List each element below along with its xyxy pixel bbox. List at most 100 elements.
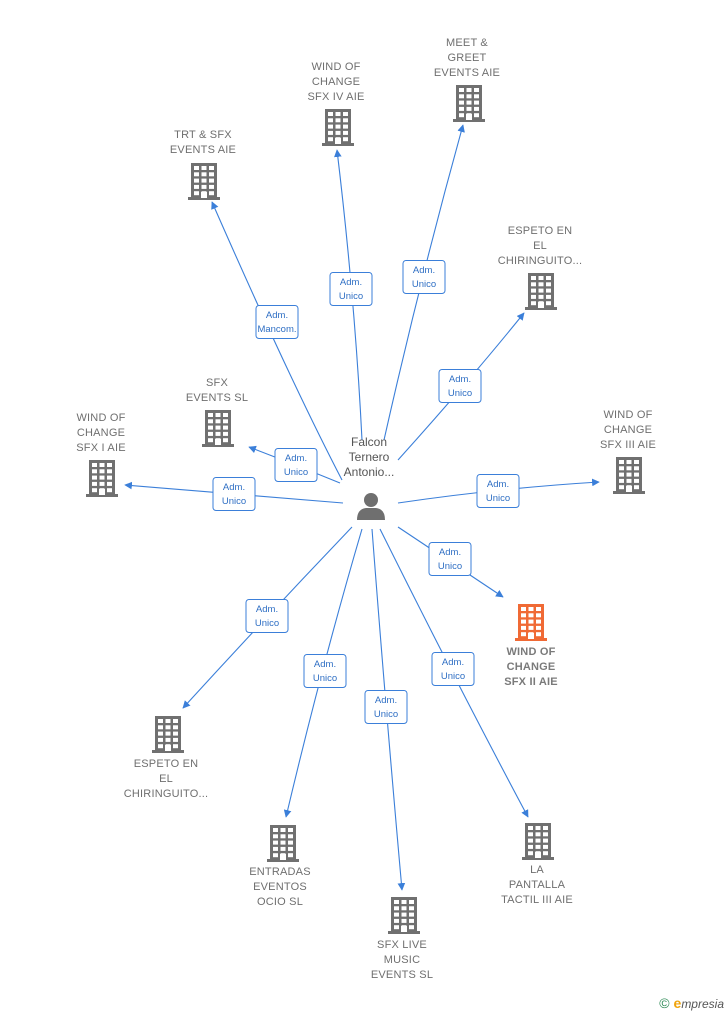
company-name-pantalla[interactable]: TACTIL III AIE [501,894,573,906]
role-label-meet-greet[interactable]: Adm.Unico [402,260,446,294]
role-text: Adm. [487,479,509,490]
building-icon [267,825,299,862]
company-name-sfx-live[interactable]: EVENTS SL [371,969,433,981]
role-label-entradas[interactable]: Adm.Unico [303,654,347,688]
role-label-wind-ii[interactable]: Adm. Unico [428,542,472,576]
role-label-sfx-events[interactable]: Adm.Unico [274,448,318,482]
brand-name: mpresia [681,997,724,1011]
person-name[interactable]: Ternero [349,450,390,464]
role-text: Unico [438,561,462,572]
company-name-wind-iv[interactable]: CHANGE [312,76,360,88]
role-text: Adm. [285,453,307,464]
company-node-espeto-2[interactable]: ESPETO EN EL CHIRINGUITO... [124,716,209,800]
company-name-espeto-1[interactable]: EL [533,240,547,252]
building-icon [515,604,547,641]
company-node-sfx-events[interactable]: SFX EVENTS SL [186,377,248,447]
company-name-sfx-live[interactable]: SFX LIVE [377,939,427,951]
company-name-wind-iii[interactable]: CHANGE [604,424,652,436]
role-label-trt-sfx[interactable]: Adm.Mancom. [255,305,299,339]
company-name-wind-iv[interactable]: SFX IV AIE [307,91,364,103]
role-box[interactable] [364,690,408,724]
company-node-wind-ii[interactable]: WIND OF CHANGE SFX II AIE [504,604,558,688]
role-box[interactable] [431,652,475,686]
role-box[interactable] [274,448,318,482]
role-box[interactable] [438,369,482,403]
role-text: Unico [448,388,472,399]
role-box[interactable] [255,305,299,339]
role-label-espeto-2[interactable]: Adm.Unico [245,599,289,633]
company-name-meet-greet[interactable]: GREET [448,52,487,64]
company-node-meet-greet[interactable]: MEET & GREET EVENTS AIE [434,37,500,122]
role-label-espeto-1[interactable]: Adm. Unico [438,369,482,403]
edge-trt-sfx [211,201,343,481]
company-node-wind-iii[interactable]: WIND OF CHANGE SFX III AIE [600,409,656,494]
company-name-sfx-events[interactable]: SFX [206,377,228,389]
company-node-wind-iv[interactable]: WIND OF CHANGE SFX IV AIE [307,61,364,146]
company-name-wind-i[interactable]: CHANGE [77,427,125,439]
role-text: Adm. [256,604,278,615]
company-node-trt-sfx[interactable]: TRT & SFX EVENTS AIE [170,129,236,200]
company-name-trt-sfx[interactable]: TRT & SFX [174,129,232,141]
company-name-pantalla[interactable]: LA [530,864,544,876]
company-name-espeto-1[interactable]: CHIRINGUITO... [498,255,583,267]
person-name[interactable]: Antonio... [344,465,395,479]
role-label-sfx-live[interactable]: Adm. Unico [364,690,408,724]
company-name-wind-i[interactable]: WIND OF [76,412,125,424]
building-icon [322,109,354,146]
company-node-pantalla[interactable]: LA PANTALLA TACTIL III AIE [501,823,573,906]
company-name-meet-greet[interactable]: EVENTS AIE [434,67,500,79]
building-icon [388,897,420,934]
role-box[interactable] [476,474,520,508]
role-box[interactable] [212,477,256,511]
company-name-pantalla[interactable]: PANTALLA [509,879,566,891]
role-text: Adm. [375,695,397,706]
company-name-espeto-2[interactable]: ESPETO EN [134,758,199,770]
building-icon [522,823,554,860]
company-name-espeto-1[interactable]: ESPETO EN [508,225,573,237]
role-text: Adm. [442,657,464,668]
company-name-espeto-2[interactable]: CHIRINGUITO... [124,788,209,800]
role-label-wind-iii[interactable]: Adm.Unico [476,474,520,508]
person-node[interactable]: FalconTerneroAntonio... [344,435,395,520]
role-text: Unico [441,671,465,682]
company-name-trt-sfx[interactable]: EVENTS AIE [170,144,236,156]
company-name-sfx-events[interactable]: EVENTS SL [186,392,248,404]
building-icon [202,410,234,447]
company-node-espeto-1[interactable]: ESPETO EN EL CHIRINGUITO... [498,225,583,310]
role-box[interactable] [329,272,373,306]
role-box[interactable] [428,542,472,576]
company-name-wind-iii[interactable]: SFX III AIE [600,439,656,451]
company-node-entradas[interactable]: ENTRADAS EVENTOS OCIO SL [249,825,311,908]
company-name-wind-i[interactable]: SFX I AIE [76,442,126,454]
company-name-entradas[interactable]: ENTRADAS [249,866,311,878]
person-name[interactable]: Falcon [351,435,387,449]
company-node-wind-i[interactable]: WIND OF CHANGE SFX I AIE [76,412,126,497]
company-name-wind-iv[interactable]: WIND OF [311,61,360,73]
role-label-wind-i[interactable]: Adm. Unico [212,477,256,511]
role-box[interactable] [245,599,289,633]
role-box[interactable] [402,260,446,294]
company-name-wind-ii[interactable]: SFX II AIE [504,676,558,688]
company-node-sfx-live[interactable]: SFX LIVE MUSIC EVENTS SL [371,897,433,981]
role-text: Adm. [223,482,245,493]
role-text: Unico [412,279,436,290]
company-name-espeto-2[interactable]: EL [159,773,173,785]
role-text: Unico [222,496,246,507]
copyright-symbol: © [659,995,670,1011]
role-text: Adm. [449,374,471,385]
company-name-entradas[interactable]: OCIO SL [257,896,303,908]
company-name-wind-ii[interactable]: CHANGE [507,661,556,673]
building-icon [613,457,645,494]
role-label-pantalla[interactable]: Adm. Unico [431,652,475,686]
role-box[interactable] [303,654,347,688]
role-text: Mancom. [257,324,296,335]
company-name-wind-iii[interactable]: WIND OF [603,409,652,421]
company-name-sfx-live[interactable]: MUSIC [384,954,420,966]
company-name-entradas[interactable]: EVENTOS [253,881,307,893]
building-icon [188,163,220,200]
role-text: Unico [374,709,398,720]
company-name-wind-ii[interactable]: WIND OF [506,646,555,658]
company-name-meet-greet[interactable]: MEET & [446,37,488,49]
role-text: Adm. [439,547,461,558]
role-label-wind-iv[interactable]: Adm.Unico [329,272,373,306]
